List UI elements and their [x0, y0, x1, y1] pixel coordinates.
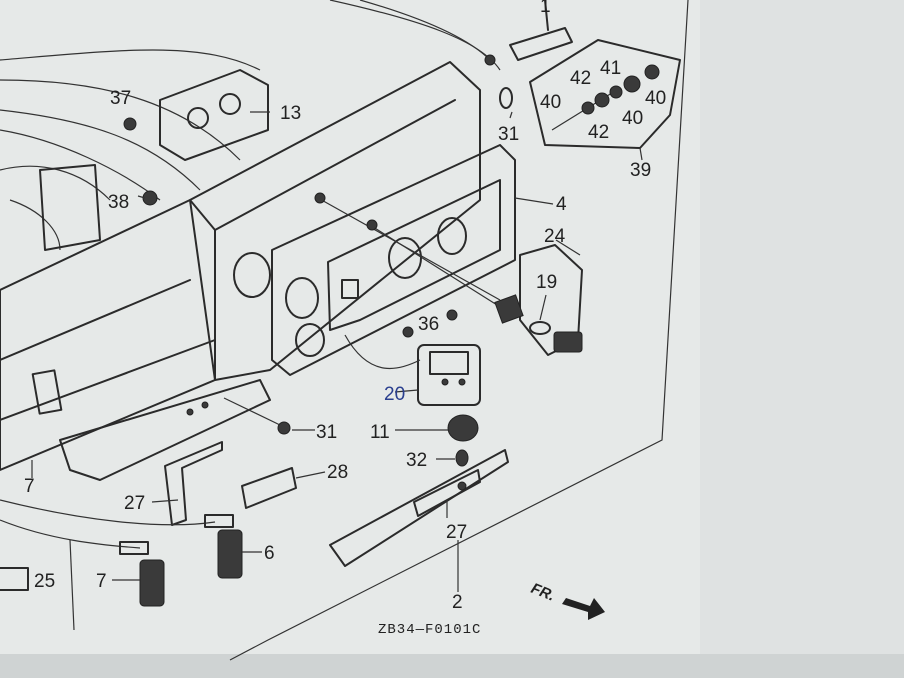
callout-16: 19 [536, 272, 557, 293]
screen-right-edge [700, 0, 904, 678]
screen-bottom-bar [0, 654, 904, 678]
callout-24: 25 [34, 571, 55, 592]
callout-5: 6 [264, 543, 275, 564]
callout-32: 36 [418, 314, 439, 335]
meter-housing-part [189, 61, 516, 381]
callout-41: 41 [600, 58, 621, 79]
drawing-code: ZB34—F0101C [378, 622, 481, 638]
callout-28: 31 [498, 124, 519, 145]
connector-5-part [0, 499, 243, 579]
callout-19: 20 [384, 384, 405, 405]
callout-6: 7 [96, 571, 107, 592]
label-26-part [241, 467, 297, 509]
switch-20-box [494, 244, 583, 356]
frame-border [229, 0, 689, 661]
callout-42-top: 42 [570, 68, 591, 89]
callout-13: 13 [280, 103, 301, 124]
part-24 [0, 567, 29, 591]
connector-6-part [0, 519, 165, 607]
knob-11-part [447, 414, 479, 467]
callout-37: 38 [108, 192, 129, 213]
frame-border-inner [69, 539, 75, 631]
callout-20: 24 [544, 226, 566, 247]
callout-26: 28 [327, 462, 348, 483]
callout-1: 1 [540, 0, 551, 17]
callout-40-bottom: 42 [588, 122, 609, 143]
callout-31: 31 [316, 422, 337, 443]
callout-39: 40 [540, 92, 561, 113]
callout-40-right: 40 [645, 88, 666, 109]
meter-19-part [344, 309, 481, 406]
callout-11: 11 [370, 422, 390, 443]
callout-38: 39 [630, 160, 651, 181]
fitting-28-part [484, 0, 573, 109]
callout-25: 27 [124, 493, 145, 514]
callout-4: 4 [556, 194, 567, 215]
kit-38-box [529, 39, 681, 161]
callout-30: 32 [406, 450, 427, 471]
callout-36: 37 [110, 88, 131, 109]
body-panel-part [0, 199, 271, 481]
callout-42-right: 40 [622, 108, 643, 129]
connector-13-part [123, 69, 269, 161]
panel-strip-part [329, 449, 509, 567]
bolt-31-part [186, 397, 291, 435]
callout-27: 27 [446, 522, 467, 543]
callout-2: 2 [452, 592, 463, 613]
callout-labels: 13 37 38 31 40 42 41 40 42 40 39 4 24 19… [24, 0, 666, 613]
front-direction-arrow [562, 598, 605, 620]
leader-lines [31, 111, 581, 592]
callout-7: 7 [24, 476, 35, 497]
